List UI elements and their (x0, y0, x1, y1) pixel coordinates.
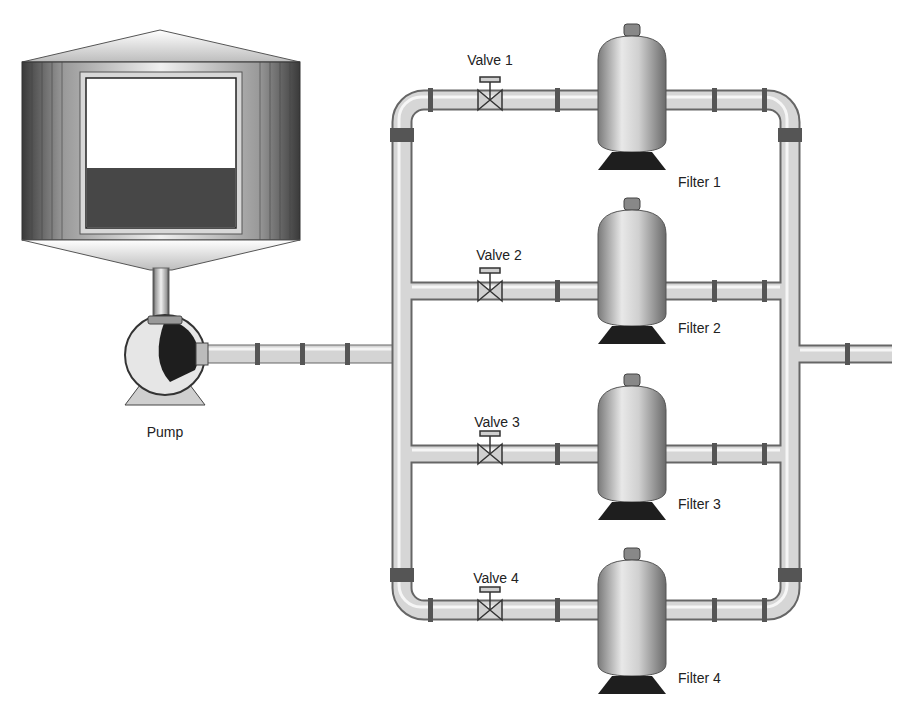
pump-label: Pump (147, 424, 184, 440)
filter-label: Filter 2 (678, 320, 721, 336)
valve-label: Valve 3 (474, 414, 520, 430)
tank (22, 30, 300, 270)
valve-label: Valve 1 (467, 52, 513, 68)
filter-label: Filter 4 (678, 670, 721, 686)
pump (125, 315, 208, 405)
pipe-couplings (390, 88, 850, 622)
valve-label: Valve 4 (473, 570, 519, 586)
filter-label: Filter 3 (678, 496, 721, 512)
filter-label: Filter 1 (678, 174, 721, 190)
filters (598, 24, 666, 694)
valve-label: Valve 2 (476, 247, 522, 263)
valves (478, 77, 502, 620)
manifold-pipes (399, 97, 892, 610)
